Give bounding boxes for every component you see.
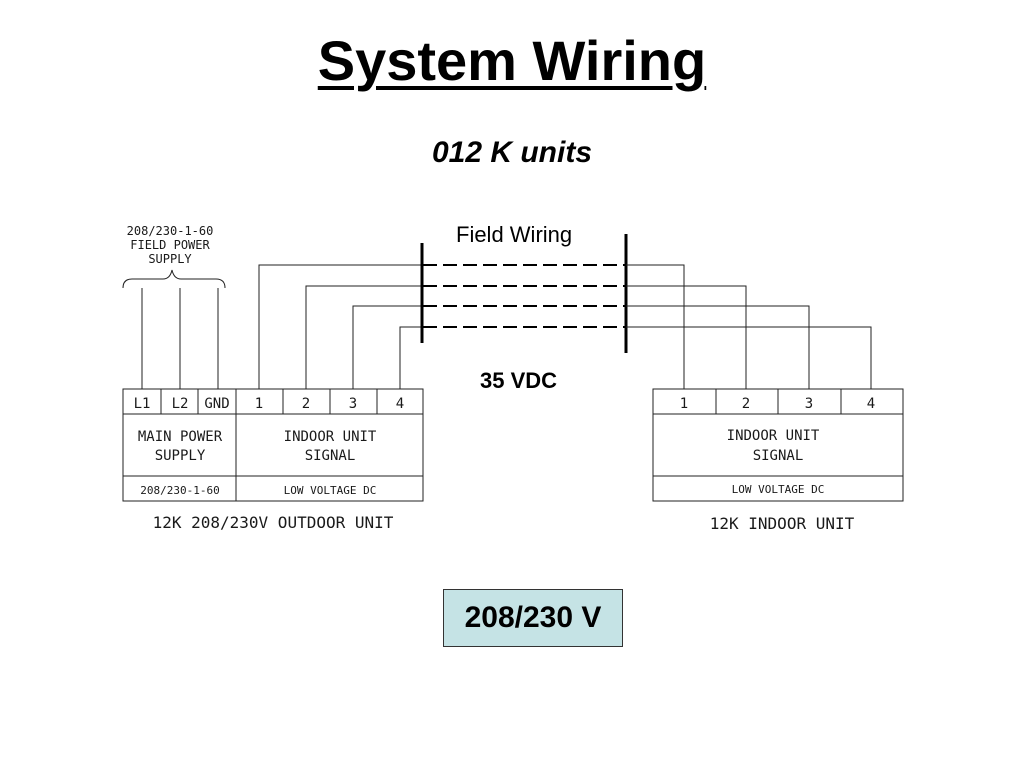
outdoor-signal-line2: SIGNAL — [305, 448, 356, 464]
outdoor-terminal-4: 4 — [396, 396, 404, 412]
indoor-signal-line2: SIGNAL — [753, 448, 804, 464]
field-wiring-section — [420, 234, 628, 353]
indoor-low-voltage: LOW VOLTAGE DC — [732, 483, 825, 496]
outdoor-signal-wires — [258, 264, 423, 389]
line-voltage-box: 208/230 V — [443, 589, 623, 647]
power-wires — [141, 288, 219, 389]
outdoor-low-voltage: LOW VOLTAGE DC — [284, 484, 377, 497]
field-wiring-label: Field Wiring — [456, 222, 573, 247]
outdoor-unit-block: L1 L2 GND 1 2 3 4 MAIN POWER SUPPLY INDO… — [122, 388, 424, 532]
main-power-line1: MAIN POWER — [138, 429, 223, 445]
indoor-unit-block: 1 2 3 4 INDOOR UNIT SIGNAL LOW VOLTAGE D… — [652, 388, 904, 533]
dc-voltage-label: 35 VDC — [480, 368, 558, 393]
field-power-line3: SUPPLY — [148, 252, 192, 266]
indoor-terminal-3: 3 — [805, 396, 813, 412]
outdoor-power-rating: 208/230-1-60 — [140, 484, 219, 497]
indoor-terminal-1: 1 — [680, 396, 688, 412]
outdoor-terminal-2: 2 — [302, 396, 310, 412]
outdoor-signal-line1: INDOOR UNIT — [284, 429, 377, 445]
outdoor-unit-name: 12K 208/230V OUTDOOR UNIT — [153, 513, 394, 532]
outdoor-terminal-1: 1 — [255, 396, 263, 412]
outdoor-terminal-l2: L2 — [172, 396, 189, 412]
page-title: System Wiring — [317, 29, 707, 92]
page-subtitle: 012 K units — [431, 136, 593, 169]
indoor-terminal-2: 2 — [742, 396, 750, 412]
indoor-signal-wires — [626, 264, 872, 389]
outdoor-terminal-3: 3 — [349, 396, 357, 412]
main-power-line2: SUPPLY — [155, 448, 206, 464]
field-power-supply: 208/230-1-60 FIELD POWER SUPPLY — [122, 224, 226, 289]
field-power-line2: FIELD POWER — [130, 238, 210, 252]
supply-brace — [122, 269, 226, 289]
indoor-signal-line1: INDOOR UNIT — [727, 428, 820, 444]
indoor-unit-name: 12K INDOOR UNIT — [710, 514, 855, 533]
indoor-terminal-4: 4 — [867, 396, 875, 412]
outdoor-terminal-l1: L1 — [134, 396, 151, 412]
outdoor-terminal-gnd: GND — [204, 396, 229, 412]
field-power-line1: 208/230-1-60 — [127, 224, 214, 238]
